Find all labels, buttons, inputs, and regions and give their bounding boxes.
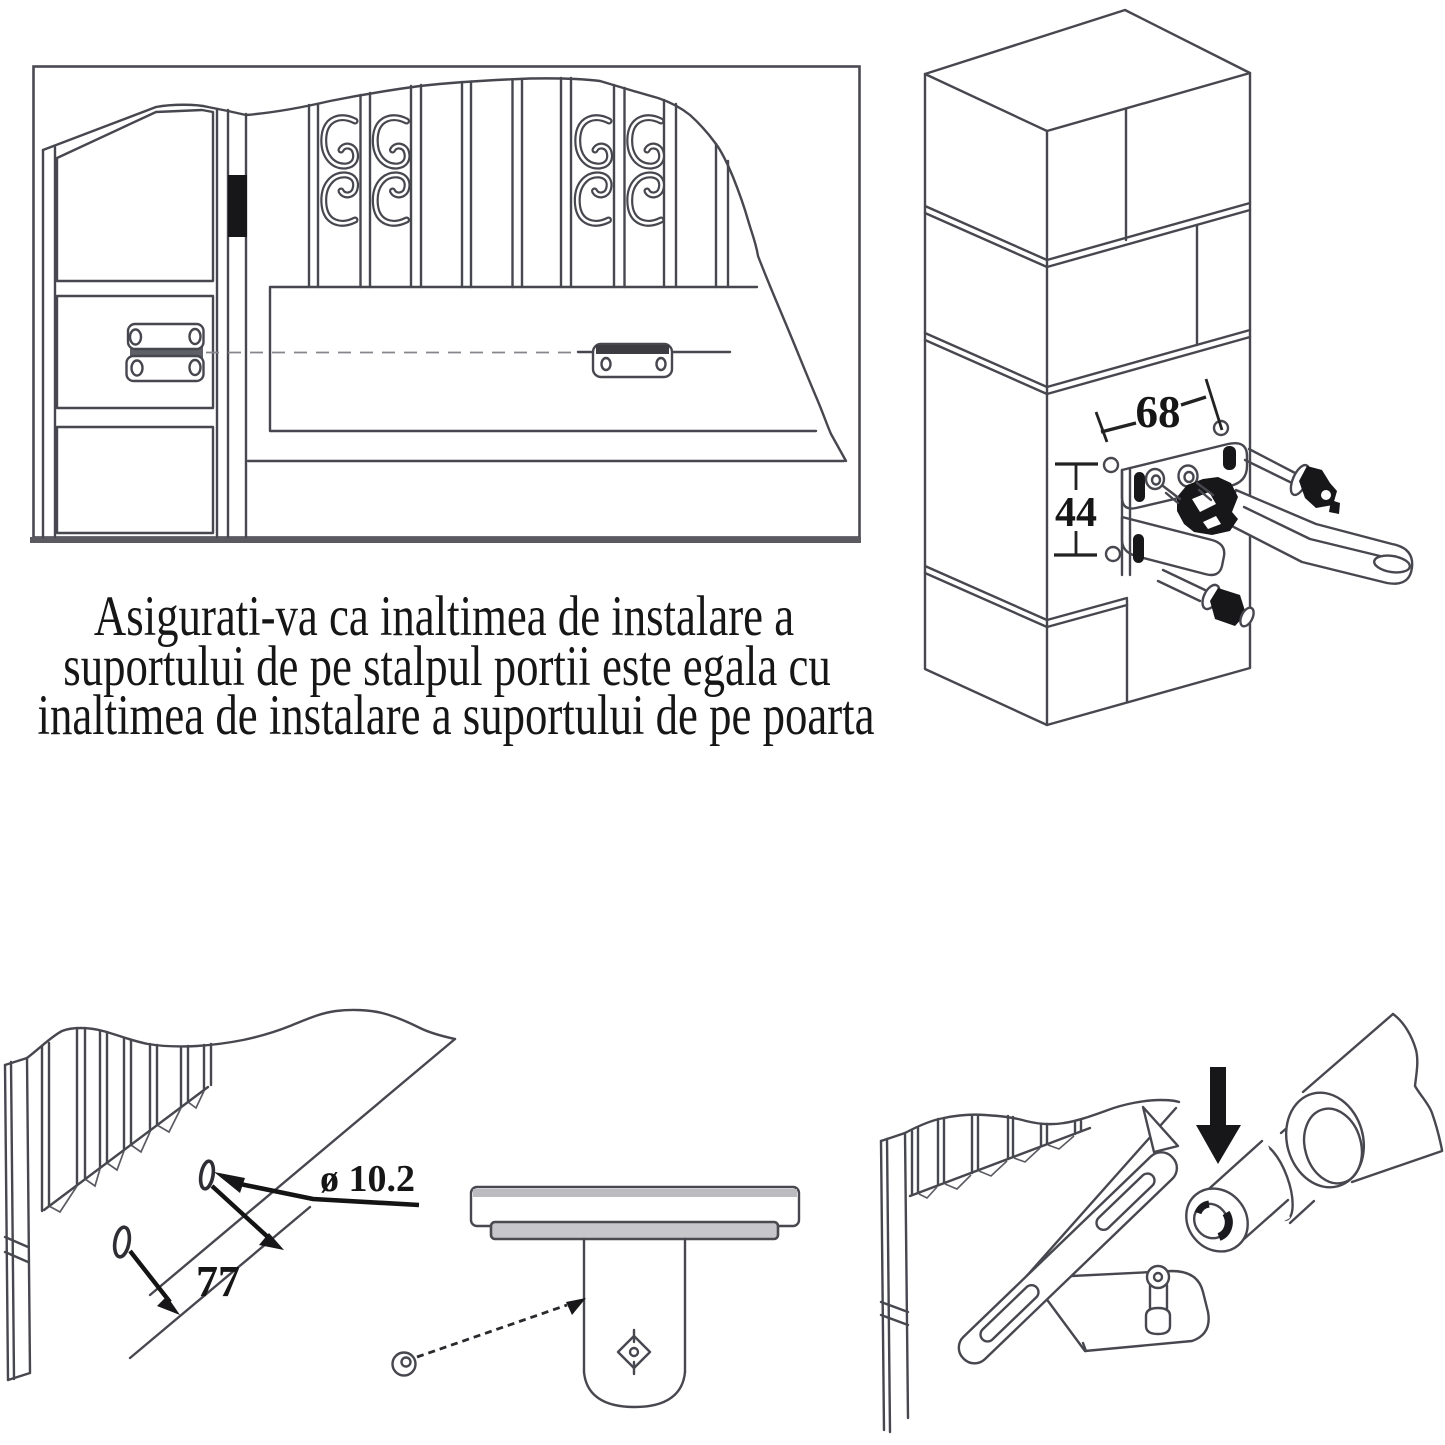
svg-text:44: 44 xyxy=(1055,490,1097,536)
svg-text:77: 77 xyxy=(196,1257,240,1306)
svg-text:inaltimea de instalare a supor: inaltimea de instalare a suportului de p… xyxy=(38,684,875,747)
svg-text:suportului de pe stalpul porti: suportului de pe stalpul portii este ega… xyxy=(63,635,830,698)
svg-text:68: 68 xyxy=(1136,387,1181,437)
svg-text:Asigurati-va ca inaltimea de i: Asigurati-va ca inaltimea de instalare a xyxy=(94,585,794,648)
svg-text:ø 10.2: ø 10.2 xyxy=(320,1158,415,1200)
